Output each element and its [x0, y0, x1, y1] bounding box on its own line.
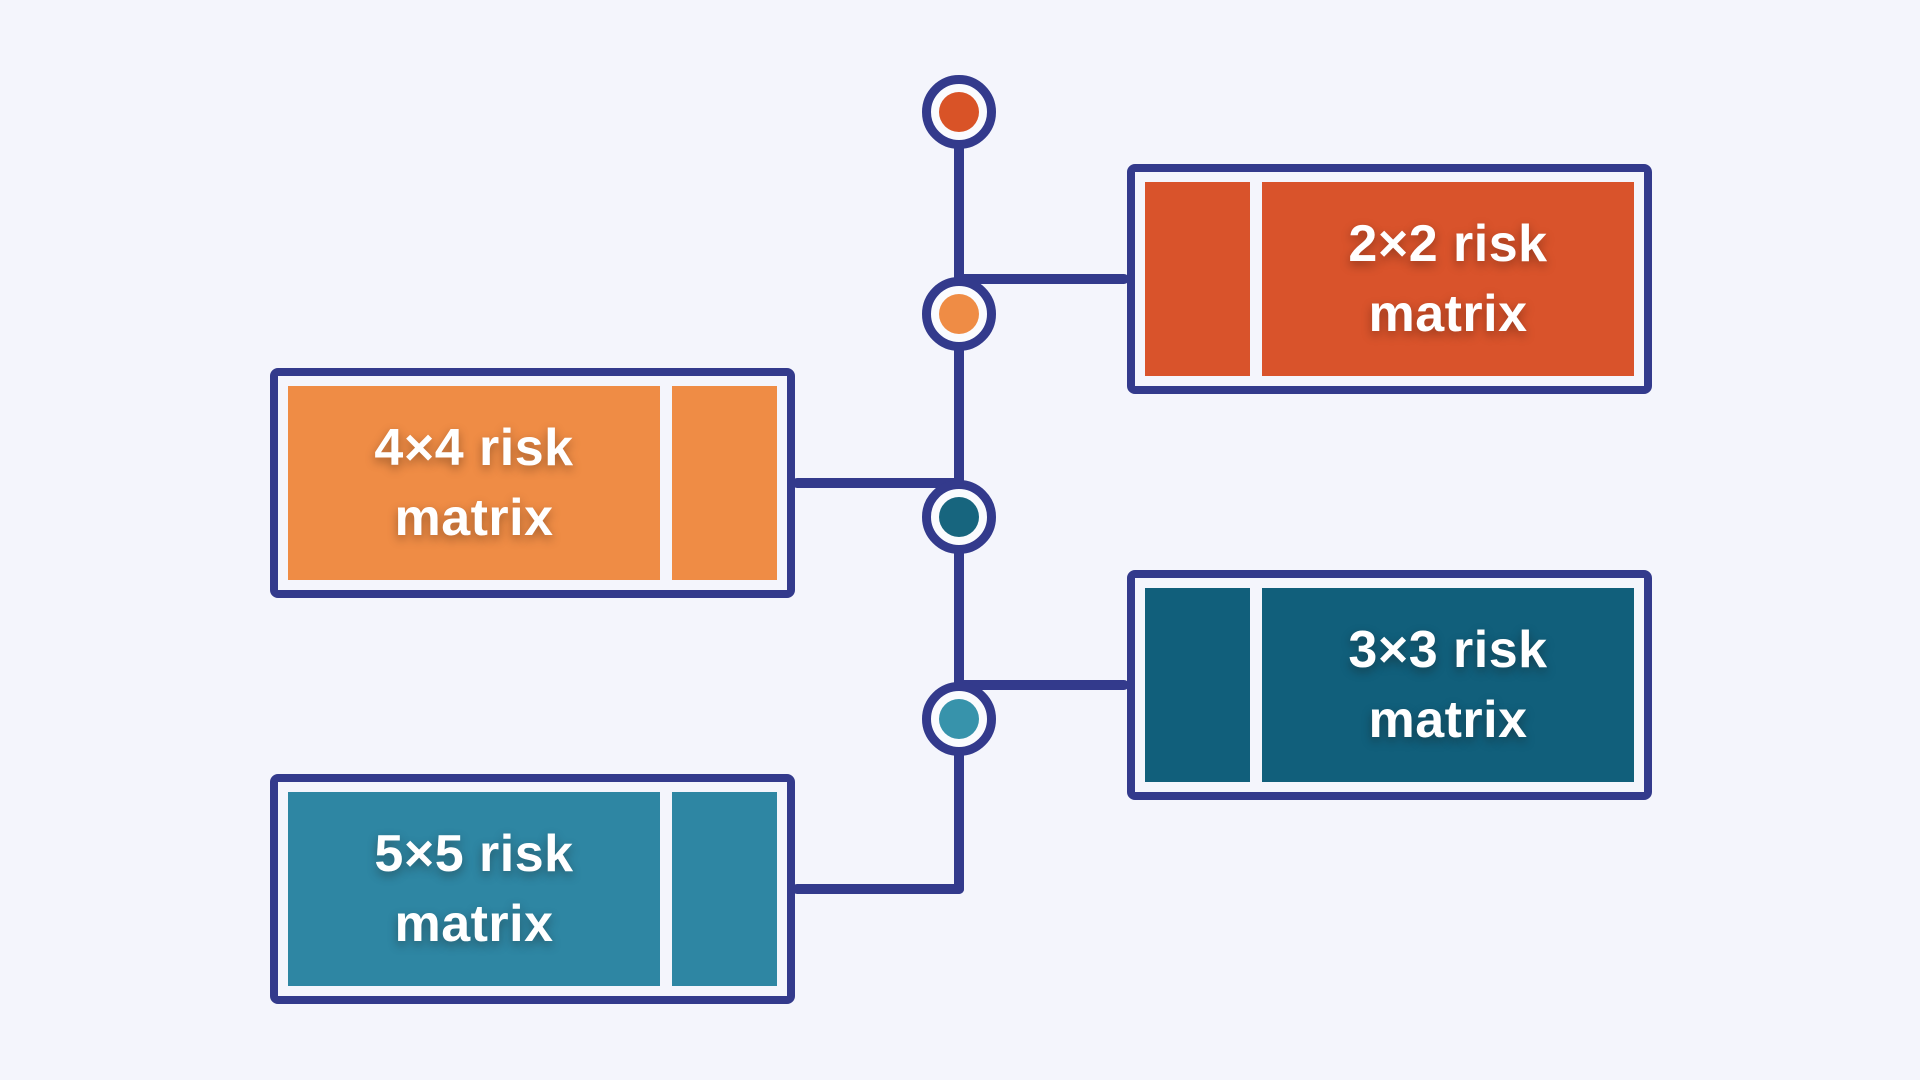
- box-4x4-small-segment: [672, 386, 777, 580]
- box-5x5-small-segment: [672, 792, 777, 986]
- box-5x5-risk-matrix: 5×5 risk matrix: [270, 774, 795, 1004]
- box-2x2-label-line2: matrix: [1368, 285, 1528, 343]
- node-dot-5x5: [939, 699, 979, 739]
- box-3x3-label-line2: matrix: [1368, 691, 1528, 749]
- node-dot-3x3: [939, 497, 979, 537]
- box-3x3-label-segment: 3×3 risk matrix: [1262, 588, 1634, 782]
- node-dot-2x2: [939, 92, 979, 132]
- connector-2x2: [956, 274, 1129, 284]
- box-2x2-label-line1: 2×2 risk: [1348, 215, 1548, 273]
- box-3x3-small-segment: [1145, 588, 1250, 782]
- box-5x5-label-line2: matrix: [394, 895, 554, 953]
- connector-4x4: [792, 478, 964, 488]
- connector-5x5: [792, 884, 964, 894]
- box-4x4-label-segment: 4×4 risk matrix: [288, 386, 660, 580]
- box-2x2-risk-matrix: 2×2 risk matrix: [1127, 164, 1652, 394]
- connector-3x3: [956, 680, 1129, 690]
- box-2x2-small-segment: [1145, 182, 1250, 376]
- box-4x4-label-line1: 4×4 risk: [374, 419, 574, 477]
- box-3x3-label-line1: 3×3 risk: [1348, 621, 1548, 679]
- box-3x3-risk-matrix: 3×3 risk matrix: [1127, 570, 1652, 800]
- box-5x5-label-line1: 5×5 risk: [374, 825, 574, 883]
- timeline-node-2x2: [922, 75, 996, 149]
- box-5x5-label-segment: 5×5 risk matrix: [288, 792, 660, 986]
- timeline-node-5x5: [922, 682, 996, 756]
- box-4x4-risk-matrix: 4×4 risk matrix: [270, 368, 795, 598]
- timeline-node-3x3: [922, 480, 996, 554]
- timeline-node-4x4: [922, 277, 996, 351]
- node-dot-4x4: [939, 294, 979, 334]
- box-2x2-label-segment: 2×2 risk matrix: [1262, 182, 1634, 376]
- box-4x4-label-line2: matrix: [394, 489, 554, 547]
